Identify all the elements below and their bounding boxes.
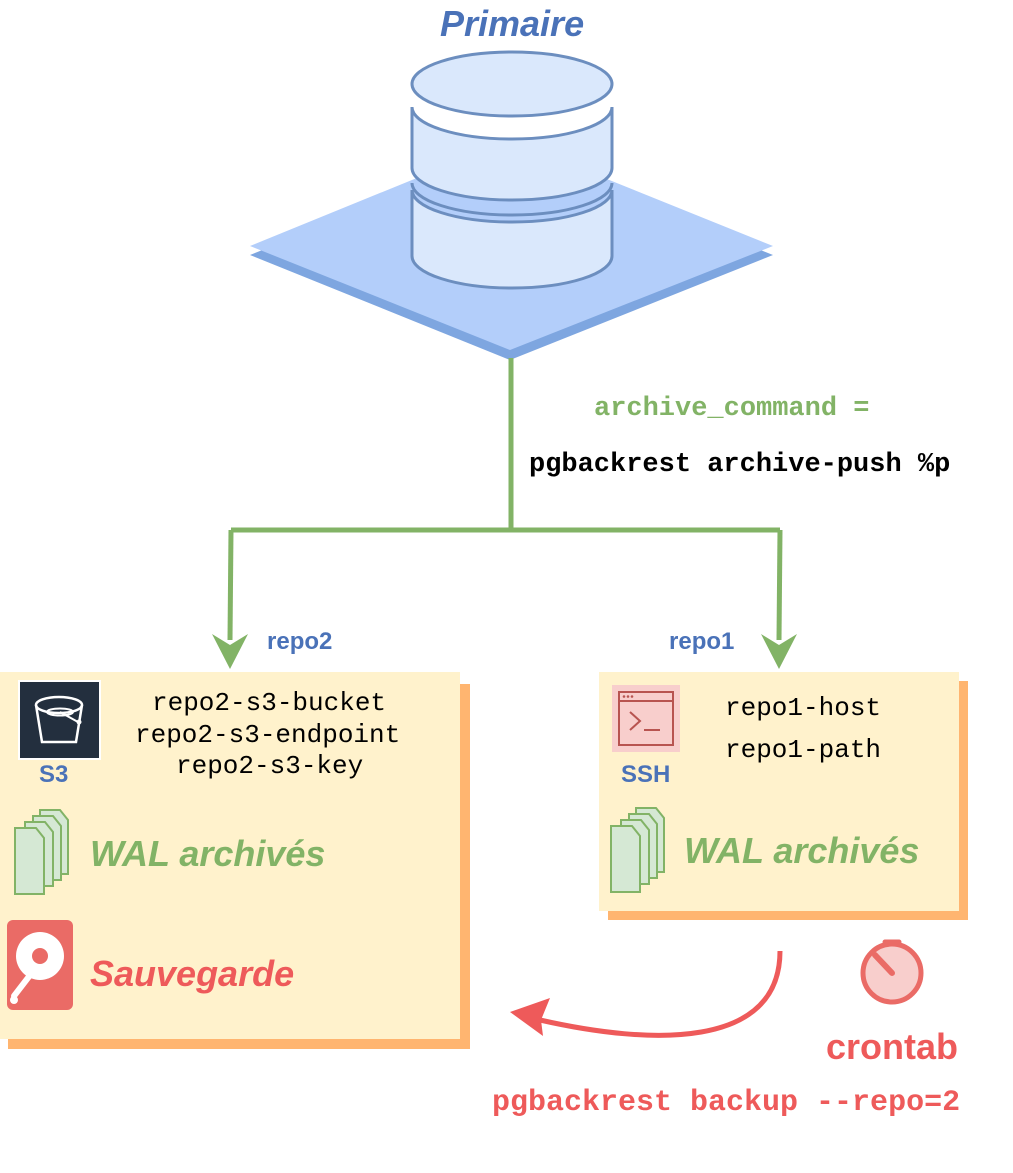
s3-label: S3 bbox=[39, 761, 69, 788]
crontab-label: crontab bbox=[826, 1026, 959, 1067]
arrow-to-repo1 bbox=[761, 634, 797, 669]
repo1-param: repo1-host bbox=[725, 693, 882, 723]
backup-command: pgbackrest backup --repo=2 bbox=[492, 1086, 961, 1120]
hard-disk-icon bbox=[7, 920, 73, 1010]
repo1-panel bbox=[599, 672, 968, 920]
wal-files-icon-repo2 bbox=[14, 809, 69, 895]
archive-connectors bbox=[227, 358, 783, 641]
backup-arrow bbox=[539, 950, 783, 1038]
repo2-wal-label: WAL archivés bbox=[90, 833, 326, 874]
timer-icon bbox=[860, 939, 924, 1005]
repo2-param: repo2-s3-endpoint bbox=[135, 720, 401, 750]
primary-title: Primaire bbox=[440, 3, 585, 44]
backup-arrowhead bbox=[510, 998, 550, 1036]
terminal-icon bbox=[612, 685, 680, 752]
repo1-param: repo1-path bbox=[725, 735, 882, 765]
ssh-label: SSH bbox=[621, 761, 671, 788]
database-icon bbox=[410, 50, 614, 290]
repo2-param: repo2-s3-key bbox=[176, 751, 364, 781]
wal-files-icon-repo1 bbox=[610, 807, 665, 893]
repo1-label: repo1 bbox=[669, 628, 735, 655]
repo1-wal-label: WAL archivés bbox=[684, 830, 920, 871]
repo2-label: repo2 bbox=[267, 628, 333, 655]
s3-bucket-icon bbox=[18, 680, 101, 760]
repo2-param: repo2-s3-bucket bbox=[152, 688, 387, 718]
backup-label: Sauvegarde bbox=[90, 953, 295, 994]
arrow-to-repo2 bbox=[212, 634, 248, 669]
archive-command-value: pgbackrest archive-push %p bbox=[529, 450, 951, 480]
archive-command-label: archive_command = bbox=[594, 394, 870, 424]
